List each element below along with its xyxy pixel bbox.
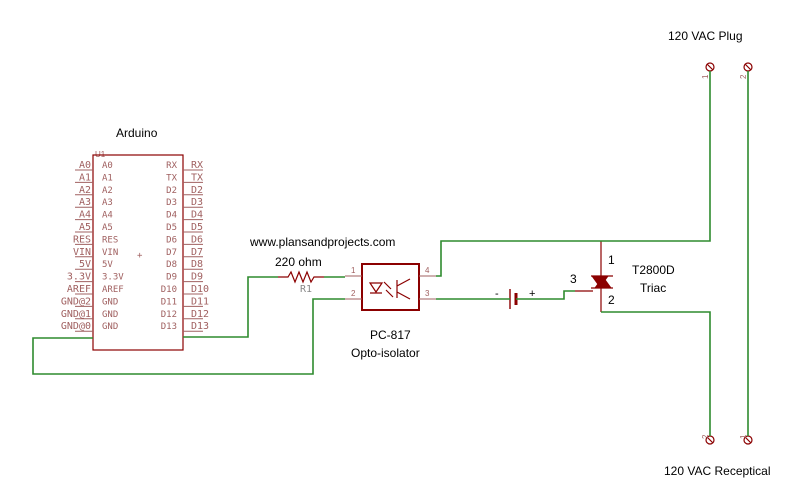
arduino-pin-name-right: D3	[166, 198, 177, 208]
receptacle-label: 120 VAC Receptical	[664, 464, 771, 478]
wire-d13-resistor	[183, 276, 278, 338]
arduino-pin-label-left: GND@2	[61, 296, 91, 307]
arduino-pin-label-right: D8	[191, 259, 203, 270]
phototransistor-symbol	[396, 278, 411, 300]
arduino-pin-label-left: A3	[79, 197, 91, 208]
plug-t2-num: 2	[739, 74, 748, 79]
arduino-pin-name-right: D2	[166, 186, 177, 196]
triac-pin-3: 3	[570, 272, 577, 286]
arduino-pin-label-right: TX	[191, 172, 203, 183]
arduino-pin-name-right: D7	[166, 248, 177, 258]
opto-desc: Opto-isolator	[351, 346, 420, 360]
opto-body	[361, 263, 420, 311]
triac-pin-2: 2	[608, 293, 615, 307]
arduino-pin-name-right: RX	[166, 161, 177, 171]
arduino-pin-name-left: GND	[102, 297, 118, 307]
arduino-pin-label-right: D3	[191, 197, 203, 208]
arduino-pin-name-left: AREF	[102, 285, 124, 295]
wire-opto-triac-top	[436, 71, 711, 277]
arduino-pin-label-right: D13	[191, 321, 209, 332]
receptacle-t1-num: 2	[701, 434, 710, 439]
arduino-pin-label-left: 3.3V	[67, 272, 91, 283]
plug-terminal-1	[705, 62, 715, 72]
arduino-pin-name-left: A0	[102, 161, 113, 171]
arduino-pin-name-right: TX	[166, 173, 177, 183]
opto-pin-4: 4	[425, 266, 430, 275]
battery-minus: -	[495, 288, 499, 300]
arduino-pin-name-right: D12	[161, 310, 177, 320]
resistor-ref: R1	[300, 284, 312, 295]
arduino-pin-name-left: VIN	[102, 248, 118, 258]
arduino-title: Arduino	[116, 126, 158, 140]
arduino-pin-label-right: D7	[191, 247, 203, 258]
arduino-pin-name-left: A1	[102, 173, 113, 183]
arduino-pin-label-right: D11	[191, 296, 209, 307]
wire-triac-receptacle	[601, 311, 711, 436]
plug-t1-num: 1	[701, 74, 710, 79]
arduino-pin-label-left: 5V	[79, 259, 91, 270]
battery-plus: +	[529, 288, 535, 300]
led-arrows-icon	[383, 281, 394, 298]
opto-pin-1: 1	[351, 266, 356, 275]
arduino-pin-label-right: RX	[191, 160, 203, 171]
triac-name: T2800D	[632, 263, 675, 277]
arduino-pin-label-right: D2	[191, 185, 203, 196]
arduino-pin-name-right: D9	[166, 273, 177, 283]
arduino-pin-label-right: D6	[191, 234, 203, 245]
arduino-pin-name-right: D8	[166, 260, 177, 270]
triac-pin-1: 1	[608, 253, 615, 267]
arduino-pin-label-left: GND@1	[61, 309, 91, 320]
arduino-plus: +	[137, 251, 143, 261]
resistor-symbol	[278, 270, 324, 284]
arduino-pin-name-right: D11	[161, 297, 177, 307]
arduino-body	[92, 154, 184, 351]
arduino-pin-name-left: A4	[102, 211, 113, 221]
arduino-pin-name-left: RES	[102, 235, 118, 245]
arduino-pin-name-right: D5	[166, 223, 177, 233]
arduino-pin-label-right: D10	[191, 284, 209, 295]
arduino-pin-label-right: D12	[191, 309, 209, 320]
arduino-pin-name-left: GND	[102, 322, 118, 332]
arduino-pin-label-left: AREF	[67, 284, 91, 295]
arduino-pin-label-left: RES	[73, 234, 91, 245]
receptacle-t2-num: 1	[739, 434, 748, 439]
arduino-pin-label-right: D4	[191, 210, 203, 221]
arduino-pin-name-left: A3	[102, 198, 113, 208]
website-label: www.plansandprojects.com	[249, 235, 395, 249]
arduino-pin-label-left: A1	[79, 172, 91, 183]
led-symbol	[368, 282, 384, 294]
opto-pin-2: 2	[351, 289, 356, 298]
triac-desc: Triac	[640, 281, 666, 295]
arduino-pin-name-right: D4	[166, 211, 177, 221]
triac-symbol	[575, 241, 613, 312]
arduino-pin-label-left: A4	[79, 210, 91, 221]
resistor-value: 220 ohm	[275, 255, 322, 269]
arduino-pin-name-right: D13	[161, 322, 177, 332]
arduino-pin-label-right: D5	[191, 222, 203, 233]
arduino-pin-name-right: D10	[161, 285, 177, 295]
opto-pin-3: 3	[425, 289, 430, 298]
wire-battery-gate	[516, 290, 575, 300]
arduino-pin-label-left: GND@0	[61, 321, 91, 332]
arduino-pin-label-right: D9	[191, 272, 203, 283]
plug-label: 120 VAC Plug	[668, 29, 743, 43]
plug-terminal-2	[743, 62, 753, 72]
arduino-pin-label-left: A2	[79, 185, 91, 196]
arduino-pin-name-left: 3.3V	[102, 273, 124, 283]
wire-opto-ground	[32, 298, 345, 375]
wires	[32, 71, 749, 436]
arduino-pin-name-left: A5	[102, 223, 113, 233]
arduino-pin-label-left: A5	[79, 222, 91, 233]
arduino-pin-name-left: A2	[102, 186, 113, 196]
arduino-pin-label-left: VIN	[73, 247, 91, 258]
arduino-pin-name-right: D6	[166, 235, 177, 245]
opto-name: PC-817	[370, 328, 411, 342]
arduino-pin-name-left: 5V	[102, 260, 113, 270]
arduino-pin-name-left: GND	[102, 310, 118, 320]
arduino-pin-label-left: A0	[79, 160, 91, 171]
